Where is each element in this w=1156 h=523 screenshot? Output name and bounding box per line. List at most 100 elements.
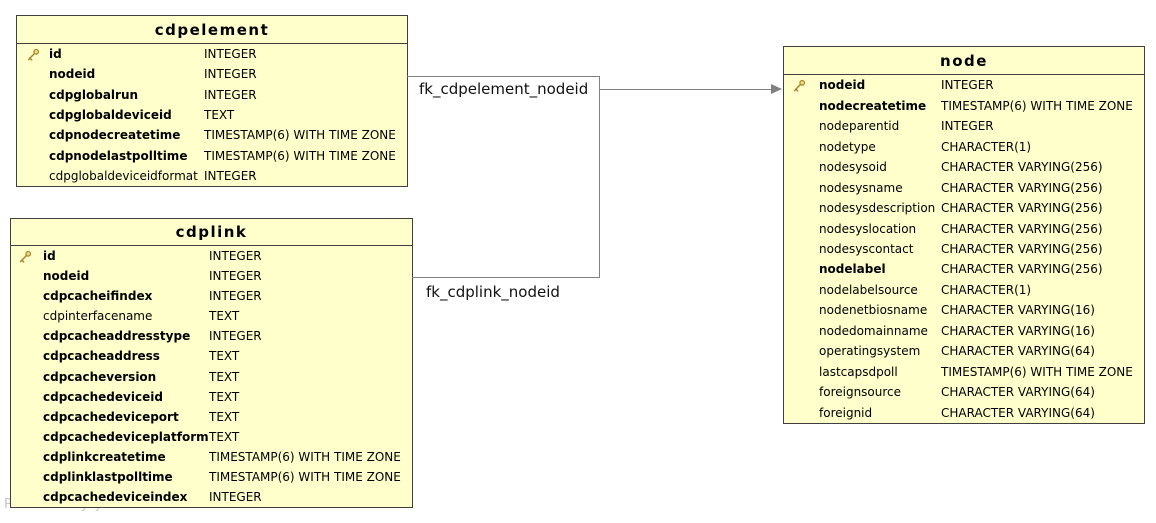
fk-label-cdplink-nodeid: fk_cdplink_nodeid — [426, 283, 560, 301]
edge-segment-cdpelement — [407, 76, 599, 77]
column-type: CHARACTER VARYING(64) — [941, 405, 1095, 420]
primary-key-icon — [27, 48, 49, 61]
column-name: nodelabel — [819, 262, 886, 277]
primary-key-icon — [793, 79, 819, 92]
column-row-nodesysoid: nodesysoid CHARACTER VARYING(256) — [784, 157, 1144, 177]
column-name: cdpcacheversion — [43, 369, 157, 384]
column-type: TIMESTAMP(6) WITH TIME ZONE — [204, 148, 396, 163]
column-name: cdpcachedeviceid — [43, 389, 163, 404]
column-name: cdpinterfacename — [43, 309, 153, 324]
column-name: cdpnodecreatetime — [49, 128, 181, 143]
column-type: CHARACTER VARYING(256) — [941, 160, 1103, 175]
column-type: INTEGER — [204, 87, 257, 102]
column-name: nodesysname — [819, 180, 903, 195]
column-name: cdplinklastpolltime — [43, 469, 173, 484]
column-type: TEXT — [209, 389, 240, 404]
column-row-cdpcachedeviceid: cdpcachedeviceid TEXT — [11, 387, 412, 407]
column-name: nodelabelsource — [819, 282, 918, 297]
column-name: cdpcachedeviceport — [43, 409, 179, 424]
column-row-cdpglobalrun: cdpglobalrun INTEGER — [17, 85, 407, 105]
column-type: TEXT — [204, 107, 235, 122]
edge-segment-cdplink — [412, 277, 599, 278]
column-row-nodelabel: nodelabel CHARACTER VARYING(256) — [784, 259, 1144, 279]
column-type: CHARACTER VARYING(256) — [941, 262, 1103, 277]
column-name: nodesysdescription — [819, 201, 936, 216]
table-title-node: node — [784, 47, 1144, 75]
column-type: CHARACTER VARYING(16) — [941, 323, 1095, 338]
column-type: INTEGER — [209, 329, 262, 344]
column-name: id — [43, 249, 56, 264]
column-name: cdpcachedeviceplatform — [43, 429, 209, 444]
column-type: TIMESTAMP(6) WITH TIME ZONE — [204, 128, 396, 143]
column-row-cdpcacheversion: cdpcacheversion TEXT — [11, 366, 412, 386]
column-row-cdpcacheaddresstype: cdpcacheaddresstype INTEGER — [11, 326, 412, 346]
column-row-cdpnodecreatetime: cdpnodecreatetime TIMESTAMP(6) WITH TIME … — [17, 125, 407, 145]
column-name: nodeid — [49, 67, 96, 82]
column-name: cdpcacheifindex — [43, 289, 153, 304]
column-row-nodeid: nodeid INTEGER — [17, 64, 407, 84]
column-name: operatingsystem — [819, 344, 921, 359]
column-type: TEXT — [209, 369, 240, 384]
column-row-id: id INTEGER — [17, 44, 407, 64]
column-row-nodesysname: nodesysname CHARACTER VARYING(256) — [784, 177, 1144, 197]
column-name: cdpcacheaddress — [43, 349, 160, 364]
column-name: cdpcacheaddresstype — [43, 329, 191, 344]
column-type: CHARACTER VARYING(256) — [941, 180, 1103, 195]
column-name: cdpglobaldeviceidformat — [49, 168, 198, 183]
column-type: CHARACTER VARYING(256) — [941, 221, 1103, 236]
column-row-nodelabelsource: nodelabelsource CHARACTER(1) — [784, 280, 1144, 300]
column-name: cdpglobalrun — [49, 87, 139, 102]
column-type: CHARACTER(1) — [941, 282, 1032, 297]
column-type: CHARACTER VARYING(256) — [941, 201, 1103, 216]
column-name: lastcapsdpoll — [819, 364, 898, 379]
column-type: INTEGER — [941, 78, 994, 93]
column-row-nodesysdescription: nodesysdescription CHARACTER VARYING(256) — [784, 198, 1144, 218]
column-row-cdpcacheaddress: cdpcacheaddress TEXT — [11, 346, 412, 366]
table-title-cdpelement: cdpelement — [17, 16, 407, 44]
column-type: INTEGER — [209, 289, 262, 304]
column-type: TEXT — [209, 409, 240, 424]
fk-label-cdpelement-nodeid: fk_cdpelement_nodeid — [419, 80, 589, 98]
column-type: CHARACTER VARYING(64) — [941, 344, 1095, 359]
column-name: nodedomainname — [819, 323, 928, 338]
column-type: CHARACTER(1) — [941, 139, 1032, 154]
column-type: TEXT — [209, 429, 240, 444]
column-type: CHARACTER VARYING(256) — [941, 241, 1103, 256]
column-type: CHARACTER VARYING(16) — [941, 303, 1095, 318]
arrowhead-icon — [771, 84, 782, 94]
column-type: INTEGER — [204, 67, 257, 82]
column-name: nodecreatetime — [819, 98, 927, 113]
column-name: nodesysoid — [819, 160, 887, 175]
column-type: INTEGER — [209, 489, 262, 504]
column-name: nodesyscontact — [819, 241, 914, 256]
column-name: nodesyslocation — [819, 221, 917, 236]
table-title-cdplink: cdplink — [11, 219, 412, 246]
column-type: INTEGER — [204, 47, 257, 62]
column-row-cdpcachedeviceport: cdpcachedeviceport TEXT — [11, 407, 412, 427]
column-name: nodeparentid — [819, 119, 900, 134]
column-name: id — [49, 47, 62, 62]
column-type: CHARACTER VARYING(64) — [941, 385, 1095, 400]
column-type: INTEGER — [209, 269, 262, 284]
column-type: TEXT — [209, 349, 240, 364]
